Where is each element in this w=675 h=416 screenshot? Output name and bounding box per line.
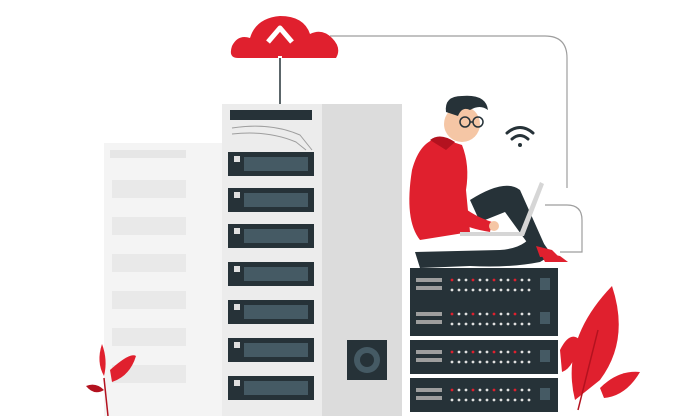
main-server-rack	[222, 104, 402, 416]
wifi-icon	[505, 126, 535, 147]
rack-unit	[228, 300, 314, 324]
rack-unit	[228, 338, 314, 362]
cloud-upload-icon	[230, 16, 339, 104]
server-unit	[410, 302, 558, 336]
server-unit	[410, 340, 558, 374]
plant-right	[560, 286, 640, 411]
stacked-servers	[410, 268, 558, 412]
server-unit	[410, 268, 558, 302]
person-with-laptop	[409, 95, 568, 268]
power-socket-icon	[347, 340, 387, 380]
server-unit	[410, 378, 558, 412]
plant-left	[86, 344, 136, 416]
background-server-rack	[104, 143, 224, 416]
rack-unit	[228, 188, 314, 212]
rack-unit	[228, 376, 314, 400]
rack-unit	[228, 152, 314, 176]
rack-unit	[228, 224, 314, 248]
rack-unit	[228, 262, 314, 286]
